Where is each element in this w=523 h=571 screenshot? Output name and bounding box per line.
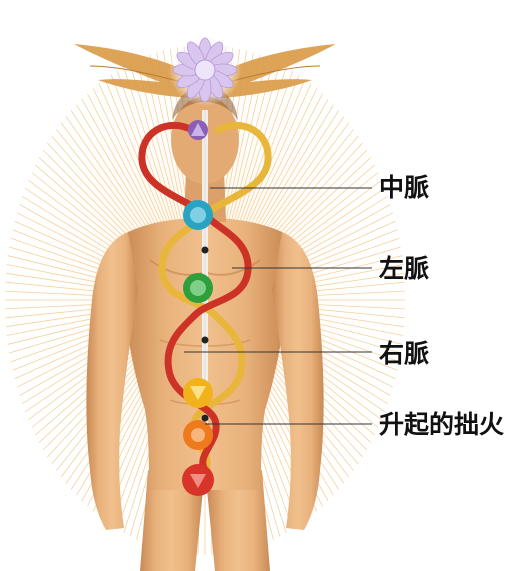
channel-node	[202, 247, 209, 254]
channel-node	[202, 337, 209, 344]
label-right-channel: 右脈	[379, 341, 429, 366]
lotus-crown-icon	[169, 34, 241, 106]
triangle-chakra-icon	[188, 120, 208, 140]
label-rising-kundalini: 升起的拙火	[379, 412, 504, 437]
throat-chakra-icon	[183, 200, 213, 230]
heart-chakra-icon	[183, 273, 213, 303]
channel-node	[202, 415, 209, 422]
label-central-channel: 中脈	[379, 175, 429, 200]
root-chakra-icon	[182, 464, 214, 496]
solar-chakra-icon	[183, 378, 213, 408]
label-left-channel: 左脈	[379, 256, 429, 281]
